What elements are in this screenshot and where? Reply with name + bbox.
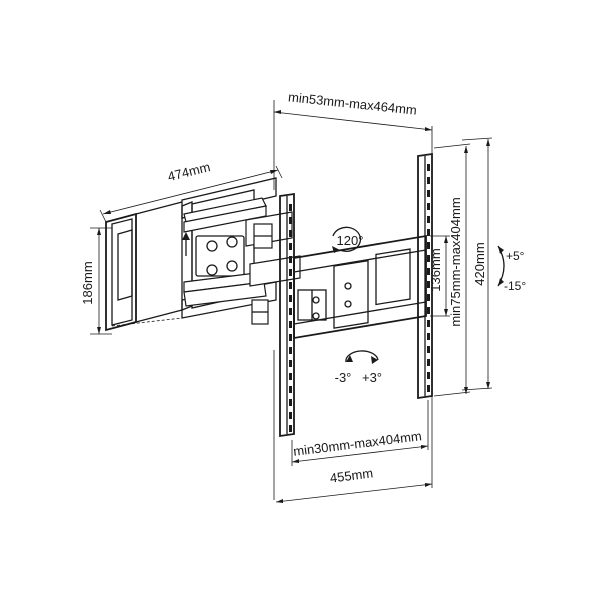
tilt-up-label: +5° — [506, 249, 525, 263]
swivel-label: 120° — [337, 233, 364, 248]
tilt-indicator: +5° -15° — [497, 245, 526, 293]
center-bracket — [293, 234, 427, 340]
right-rail-slot — [427, 190, 430, 197]
vesa-horizontal-dimension: min30mm-max404mm — [291, 400, 429, 466]
top-width-label: min53mm-max464mm — [287, 89, 417, 117]
right-rail-slot — [427, 359, 430, 366]
left-rail-slot — [289, 399, 292, 406]
left-rail-slot — [289, 308, 292, 315]
right-rail-slot — [427, 216, 430, 223]
right-rail-slot — [427, 372, 430, 379]
left-rail-slot — [289, 321, 292, 328]
right-rail-slot — [427, 177, 430, 184]
swivel-arrow-icon — [332, 246, 340, 253]
total-height-label: 420mm — [472, 242, 487, 285]
swivel-indicator: 120° — [332, 226, 364, 253]
left-rail-slot — [289, 373, 292, 380]
total-width-dimension: 455mm — [275, 396, 433, 503]
left-rail-slot — [289, 230, 292, 237]
left-rail-slot — [289, 386, 292, 393]
total-height-dimension: 420mm — [461, 137, 493, 391]
right-rail-slot — [427, 255, 430, 262]
right-rail-slot — [427, 385, 430, 392]
tilt-down-label: -15° — [504, 279, 526, 293]
left-rail-slot — [289, 347, 292, 354]
right-rail-slot — [427, 164, 430, 171]
left-vertical-rail — [273, 192, 295, 500]
right-rail-slot — [427, 294, 430, 301]
left-rail-slot — [289, 243, 292, 250]
left-rail-slot — [289, 425, 292, 432]
left-rail-slot — [289, 360, 292, 367]
left-rail-slot — [289, 217, 292, 224]
total-width-label: 455mm — [329, 465, 374, 485]
left-rail-slot — [289, 256, 292, 263]
right-rail-slot — [427, 333, 430, 340]
upper-arm — [183, 197, 293, 249]
left-rail-slot — [289, 412, 292, 419]
up-arrow-icon — [182, 232, 190, 240]
right-rail-slot — [427, 229, 430, 236]
left-rail-slot — [289, 295, 292, 302]
right-rail-slot — [427, 281, 430, 288]
right-vertical-rail — [417, 152, 433, 400]
wall-plate-height-dimension: 186mm — [80, 227, 112, 335]
rotate-right-arrow-icon — [371, 356, 378, 364]
left-rail-slot — [289, 269, 292, 276]
top-width-dimension: min53mm-max464mm — [273, 89, 433, 190]
left-rail-slot — [289, 334, 292, 341]
bracket-height-label: 136mm — [428, 248, 443, 291]
rotation-indicator: -3° +3° — [335, 350, 382, 385]
rotate-left-arrow-icon — [346, 355, 353, 362]
vesa-vertical-label: min75mm-max404mm — [448, 197, 463, 326]
left-rail-slot — [289, 204, 292, 211]
vesa-vertical-dimension: min75mm-max404mm — [433, 143, 471, 397]
rotate-right-label: +3° — [362, 370, 382, 385]
wall-plate-height-label: 186mm — [80, 261, 95, 304]
tilt-down-arrow-icon — [498, 278, 504, 286]
right-rail-slot — [427, 268, 430, 275]
right-rail-slot — [427, 320, 430, 327]
left-rail-slot — [289, 282, 292, 289]
bracket-height-dimension: 136mm — [428, 235, 450, 317]
right-rail-slot — [427, 307, 430, 314]
arm-depth-label: 474mm — [166, 159, 212, 184]
rotate-left-label: -3° — [335, 370, 352, 385]
right-rail-slot — [427, 203, 430, 210]
wall-plate — [105, 177, 277, 332]
right-rail-slot — [427, 346, 430, 353]
right-rail-slot — [427, 242, 430, 249]
tilt-up-arrow-icon — [498, 246, 504, 254]
